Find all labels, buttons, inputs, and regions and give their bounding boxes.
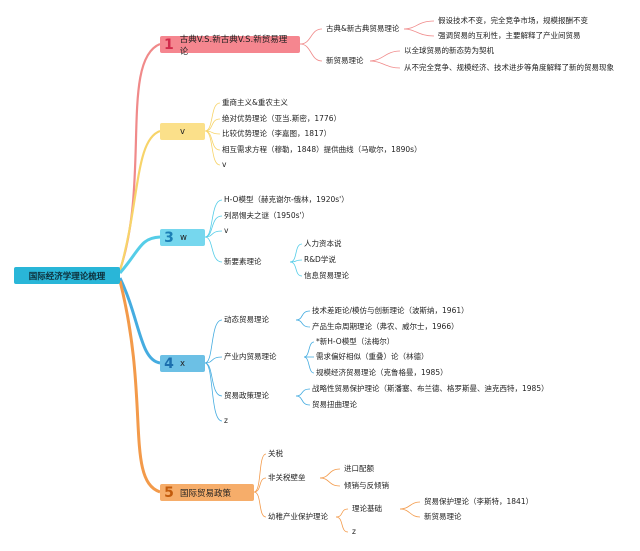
b5-import-quota[interactable]: 进口配额 [344,464,374,473]
b5-anti-dumping[interactable]: 倾销与反倾销 [344,481,389,490]
b4-demand-overlap[interactable]: 需求偏好相似（重叠）论（林德） [316,352,429,361]
branch-5-number: 5 [164,484,174,501]
branch-1-number: 1 [163,36,174,53]
b1-new-trade-opportunity[interactable]: 以全球贸易的新态势为契机 [404,46,494,55]
b4-technology-gap[interactable]: 技术差距论/模仿与创新理论（波斯纳，1961） [312,306,469,315]
branch-4-label: x [180,358,186,369]
connector-root-b1 [118,42,161,271]
branch-3-node[interactable]: 3 w [160,229,205,246]
b4-trade-policy-node[interactable]: 贸易政策理论 [224,391,269,400]
b3-item-v[interactable]: v [224,226,229,235]
b3-ho-model[interactable]: H-O模型（赫克谢尔-俄林，1920s'） [224,195,349,204]
b4-trade-distortion[interactable]: 贸易扭曲理论 [312,400,357,409]
b2-item-1[interactable]: 重商主义&重农主义 [222,98,288,107]
b3-information-trade[interactable]: 信息贸易理论 [304,271,349,280]
b5-list-protection[interactable]: 贸易保护理论（李斯特，1841） [424,497,534,506]
b4-dynamic-trade-node[interactable]: 动态贸易理论 [224,315,269,324]
b5-non-tariff-node[interactable]: 非关税壁垒 [268,473,306,482]
branch-2-node[interactable]: v [160,123,205,140]
b2-item-5[interactable]: v [222,160,227,169]
connector-root-b3 [118,235,161,274]
branch-5-node[interactable]: 5 国际贸易政策 [160,484,254,501]
branch-5-label: 国际贸易政策 [180,488,232,499]
b2-item-3[interactable]: 比较优势理论（李嘉图，1817） [222,129,332,138]
b4-economies-of-scale[interactable]: 规模经济贸易理论（克鲁格曼，1985） [316,368,448,377]
b1-classical-assumption[interactable]: 假设技术不变，完全竞争市场，规模报酬不变 [438,16,588,25]
branch-3-number: 3 [164,229,174,246]
branch-1-label: 古典V.S.新古典V.S.新贸易理论 [179,34,288,57]
b1-new-trade-node[interactable]: 新贸易理论 [326,56,364,65]
b2-item-2[interactable]: 绝对优势理论（亚当.斯密，1776） [222,114,341,123]
branch-4-node[interactable]: 4 x [160,355,205,372]
b1-new-trade-explanation[interactable]: 从不完全竞争、规模经济、技术进步等角度解释了新的贸易现象 [404,63,614,72]
b3-human-capital[interactable]: 人力资本说 [304,239,342,248]
branch-2-label: v [180,126,186,137]
connector-root-b5 [118,280,161,494]
b5-item-z[interactable]: z [352,527,356,536]
b3-new-factor-node[interactable]: 新要素理论 [224,257,262,266]
b4-strategic-protection[interactable]: 战略性贸易保护理论（斯潘塞、布兰德、格罗斯曼、迪克西特，1985） [312,384,549,393]
b1-classical-interindustry[interactable]: 强调贸易的互利性，主要解释了产业间贸易 [438,31,581,40]
branch-3-label: w [180,232,187,243]
b4-product-life-cycle[interactable]: 产品生命周期理论（弗农、威尔士，1966） [312,322,459,331]
b4-item-z[interactable]: z [224,416,228,425]
b4-intra-industry-node[interactable]: 产业内贸易理论 [224,352,277,361]
b3-rd-theory[interactable]: R&D学说 [304,255,336,264]
b4-new-ho-model[interactable]: *新H-O模型（法梅尔） [316,337,395,346]
branch-1-node[interactable]: 1 古典V.S.新古典V.S.新贸易理论 [160,35,300,57]
connector-root-b2 [118,129,161,272]
branch-4-number: 4 [164,355,174,372]
b5-infant-industry-node[interactable]: 幼稚产业保护理论 [268,512,328,521]
root-node[interactable]: 国际经济学理论梳理 [14,267,120,284]
b2-item-4[interactable]: 相互需求方程（穆勒，1848）提供曲线（马歇尔，1890s） [222,145,422,154]
b3-leontief-paradox[interactable]: 列昂惕夫之谜（1950s'） [224,211,310,220]
b1-classical-node[interactable]: 古典&新古典贸易理论 [326,24,400,33]
connector-root-b4 [118,277,161,365]
b5-theory-basis-node[interactable]: 理论基础 [352,504,382,513]
b5-tariff[interactable]: 关税 [268,449,283,458]
b5-new-trade-theory[interactable]: 新贸易理论 [424,512,462,521]
